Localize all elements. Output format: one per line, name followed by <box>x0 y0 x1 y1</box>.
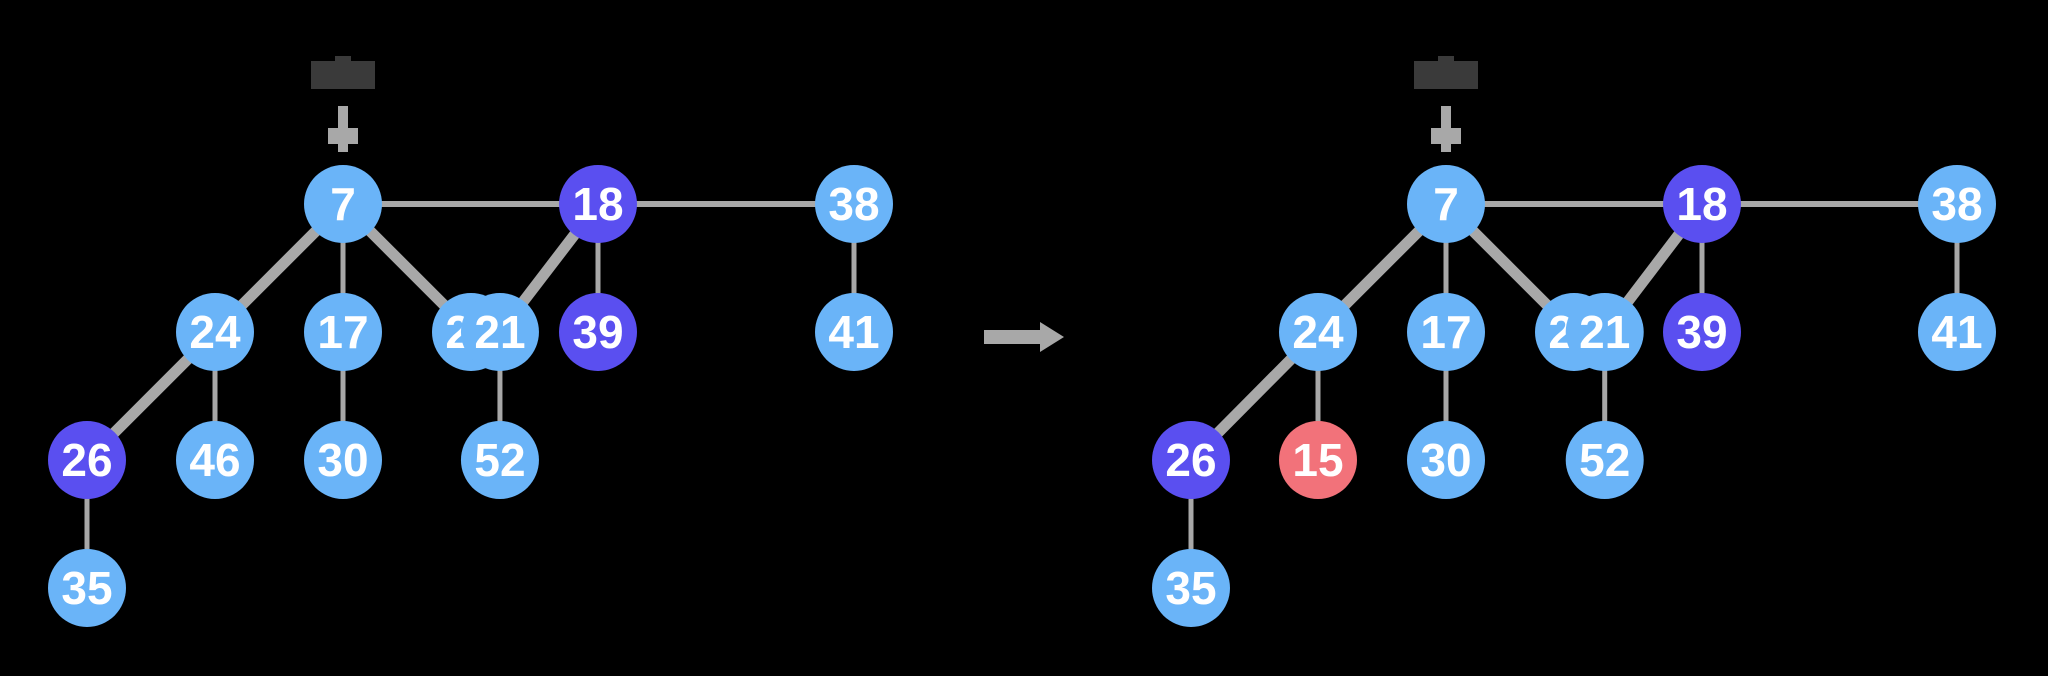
heap-node-21: 21 <box>460 293 539 371</box>
heap-node-label: 18 <box>572 178 623 230</box>
heap-node-label: 18 <box>1676 178 1727 230</box>
heap-node-52: 52 <box>1565 421 1644 499</box>
heap-node-24: 24 <box>1279 293 1357 371</box>
heap-node-label: 17 <box>1420 306 1471 358</box>
heap-node-label: 7 <box>330 178 356 230</box>
heap-node-52: 52 <box>460 421 539 499</box>
heap-node-38: 38 <box>1918 165 1996 243</box>
heap-node-24: 24 <box>176 293 254 371</box>
heap-node-18: 18 <box>1663 165 1741 243</box>
heap-node-label: 52 <box>1579 434 1630 486</box>
heap-node-label: 30 <box>317 434 368 486</box>
heap-node-46: 46 <box>176 421 254 499</box>
heap-node-label: 38 <box>828 178 879 230</box>
heap-node-26: 26 <box>1152 421 1230 499</box>
heap-node-label: 46 <box>189 434 240 486</box>
min-pointer-icon <box>311 56 375 152</box>
heap-node-label: 39 <box>572 306 623 358</box>
heap-node-39: 39 <box>559 293 637 371</box>
heap-node-18: 18 <box>559 165 637 243</box>
heap-node-label: 15 <box>1292 434 1343 486</box>
heap-node-label: 39 <box>1676 306 1727 358</box>
heap-node-label: 26 <box>61 434 112 486</box>
heap-node-30: 30 <box>304 421 382 499</box>
heap-node-7: 7 <box>1407 165 1485 243</box>
heap-node-30: 30 <box>1407 421 1485 499</box>
heap-before: 718382417232139412646305235 <box>48 56 893 627</box>
heap-node-17: 17 <box>304 293 382 371</box>
heap-node-label: 21 <box>474 306 525 358</box>
heap-node-7: 7 <box>304 165 382 243</box>
min-pointer-icon <box>1414 56 1478 152</box>
heap-node-label: 52 <box>474 434 525 486</box>
heap-after: 718382417232139412615305235 <box>1152 56 1996 627</box>
heap-node-label: 41 <box>828 306 879 358</box>
heap-node-15: 15 <box>1279 421 1357 499</box>
heap-node-label: 17 <box>317 306 368 358</box>
heap-node-label: 35 <box>61 562 112 614</box>
heap-node-35: 35 <box>48 549 126 627</box>
heap-node-label: 26 <box>1165 434 1216 486</box>
heap-node-label: 41 <box>1931 306 1982 358</box>
heap-node-21: 21 <box>1565 293 1644 371</box>
heap-node-26: 26 <box>48 421 126 499</box>
heap-node-35: 35 <box>1152 549 1230 627</box>
heap-node-41: 41 <box>815 293 893 371</box>
heap-node-label: 24 <box>189 306 241 358</box>
heap-node-label: 21 <box>1579 306 1630 358</box>
heap-node-label: 24 <box>1292 306 1344 358</box>
heap-node-label: 30 <box>1420 434 1471 486</box>
heap-node-38: 38 <box>815 165 893 243</box>
transition-arrow-icon <box>984 322 1064 352</box>
heap-node-41: 41 <box>1918 293 1996 371</box>
heap-node-17: 17 <box>1407 293 1485 371</box>
heap-node-label: 7 <box>1433 178 1459 230</box>
heap-node-label: 38 <box>1931 178 1982 230</box>
heap-node-label: 35 <box>1165 562 1216 614</box>
heap-node-39: 39 <box>1663 293 1741 371</box>
